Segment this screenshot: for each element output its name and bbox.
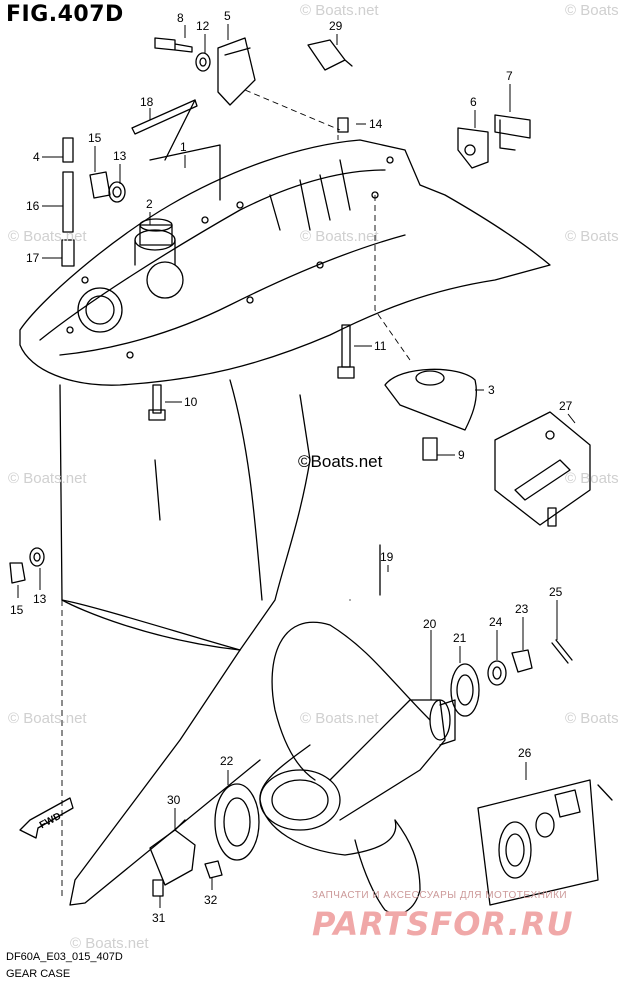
diagram-code: DF60A_E03_015_407D <box>6 951 123 963</box>
advert-logo: PARTSFOR.RU <box>312 905 574 943</box>
part-trim-tab <box>384 368 477 431</box>
watermark: © Boats.net <box>8 228 87 245</box>
gear-case-body <box>59 384 311 651</box>
watermark: © Boats.net <box>565 228 620 245</box>
callout-18: 18 <box>140 95 154 109</box>
callout-15-bottom: 15 <box>10 603 24 617</box>
callout-32: 32 <box>204 893 218 907</box>
fwd-arrow <box>19 797 74 839</box>
watermark: © Boats.net <box>565 710 620 727</box>
callout-17: 17 <box>26 251 40 265</box>
callout-7: 7 <box>506 69 513 83</box>
callout-10: 10 <box>184 395 198 409</box>
callout-25: 25 <box>549 585 563 599</box>
advert-tagline: ЗАПЧАСТИ И АКСЕССУАРЫ ДЛЯ МОТОТЕХНИКИ <box>312 890 568 901</box>
callout-5: 5 <box>224 9 231 23</box>
watermark: © Boats.net <box>300 2 379 19</box>
callout-19: 19 <box>380 550 394 564</box>
callout-15-top: 15 <box>88 131 102 145</box>
watermark: © Boats.net <box>70 935 149 952</box>
callout-20: 20 <box>423 617 437 631</box>
diagram-subtitle: GEAR CASE <box>6 968 71 980</box>
part-bushing <box>139 224 173 246</box>
callout-26: 26 <box>518 746 532 760</box>
part-propeller <box>271 621 431 781</box>
watermark: © Boats.net <box>8 470 87 487</box>
gear-case-skeg <box>69 649 261 906</box>
callout-31: 31 <box>152 911 166 925</box>
callout-8: 8 <box>177 11 184 25</box>
callout-24: 24 <box>489 615 503 629</box>
callout-2: 2 <box>146 197 153 211</box>
callout-12: 12 <box>196 19 210 33</box>
watermark: © Boats.net <box>8 710 87 727</box>
part-water-pickup <box>149 829 196 886</box>
watermark: © Boats.net <box>300 228 379 245</box>
callout-labels: 8 12 5 29 6 7 14 18 4 15 13 1 2 16 17 11… <box>10 9 573 925</box>
figure-title: FIG.407D <box>6 2 124 27</box>
callout-3: 3 <box>488 383 495 397</box>
callout-16: 16 <box>26 199 40 213</box>
part-anode <box>217 37 256 106</box>
callout-30: 30 <box>167 793 181 807</box>
callout-1: 1 <box>180 140 187 154</box>
callout-13-top: 13 <box>113 149 127 163</box>
callout-6: 6 <box>470 95 477 109</box>
boats-net-watermark: ©Boats.net <box>298 452 383 471</box>
callout-27: 27 <box>559 399 573 413</box>
callout-21: 21 <box>453 631 467 645</box>
callout-9: 9 <box>458 448 465 462</box>
callout-14: 14 <box>369 117 383 131</box>
callout-22: 22 <box>220 754 234 768</box>
callout-4: 4 <box>33 150 40 164</box>
callout-13-bottom: 13 <box>33 592 47 606</box>
callout-23: 23 <box>515 602 529 616</box>
gear-case-flange <box>19 139 551 386</box>
watermark: © Boats.net <box>565 2 620 19</box>
callout-29: 29 <box>329 19 343 33</box>
watermark: © Boats.net <box>565 470 620 487</box>
callout-11: 11 <box>374 339 387 353</box>
watermark: © Boats.net <box>300 710 379 727</box>
